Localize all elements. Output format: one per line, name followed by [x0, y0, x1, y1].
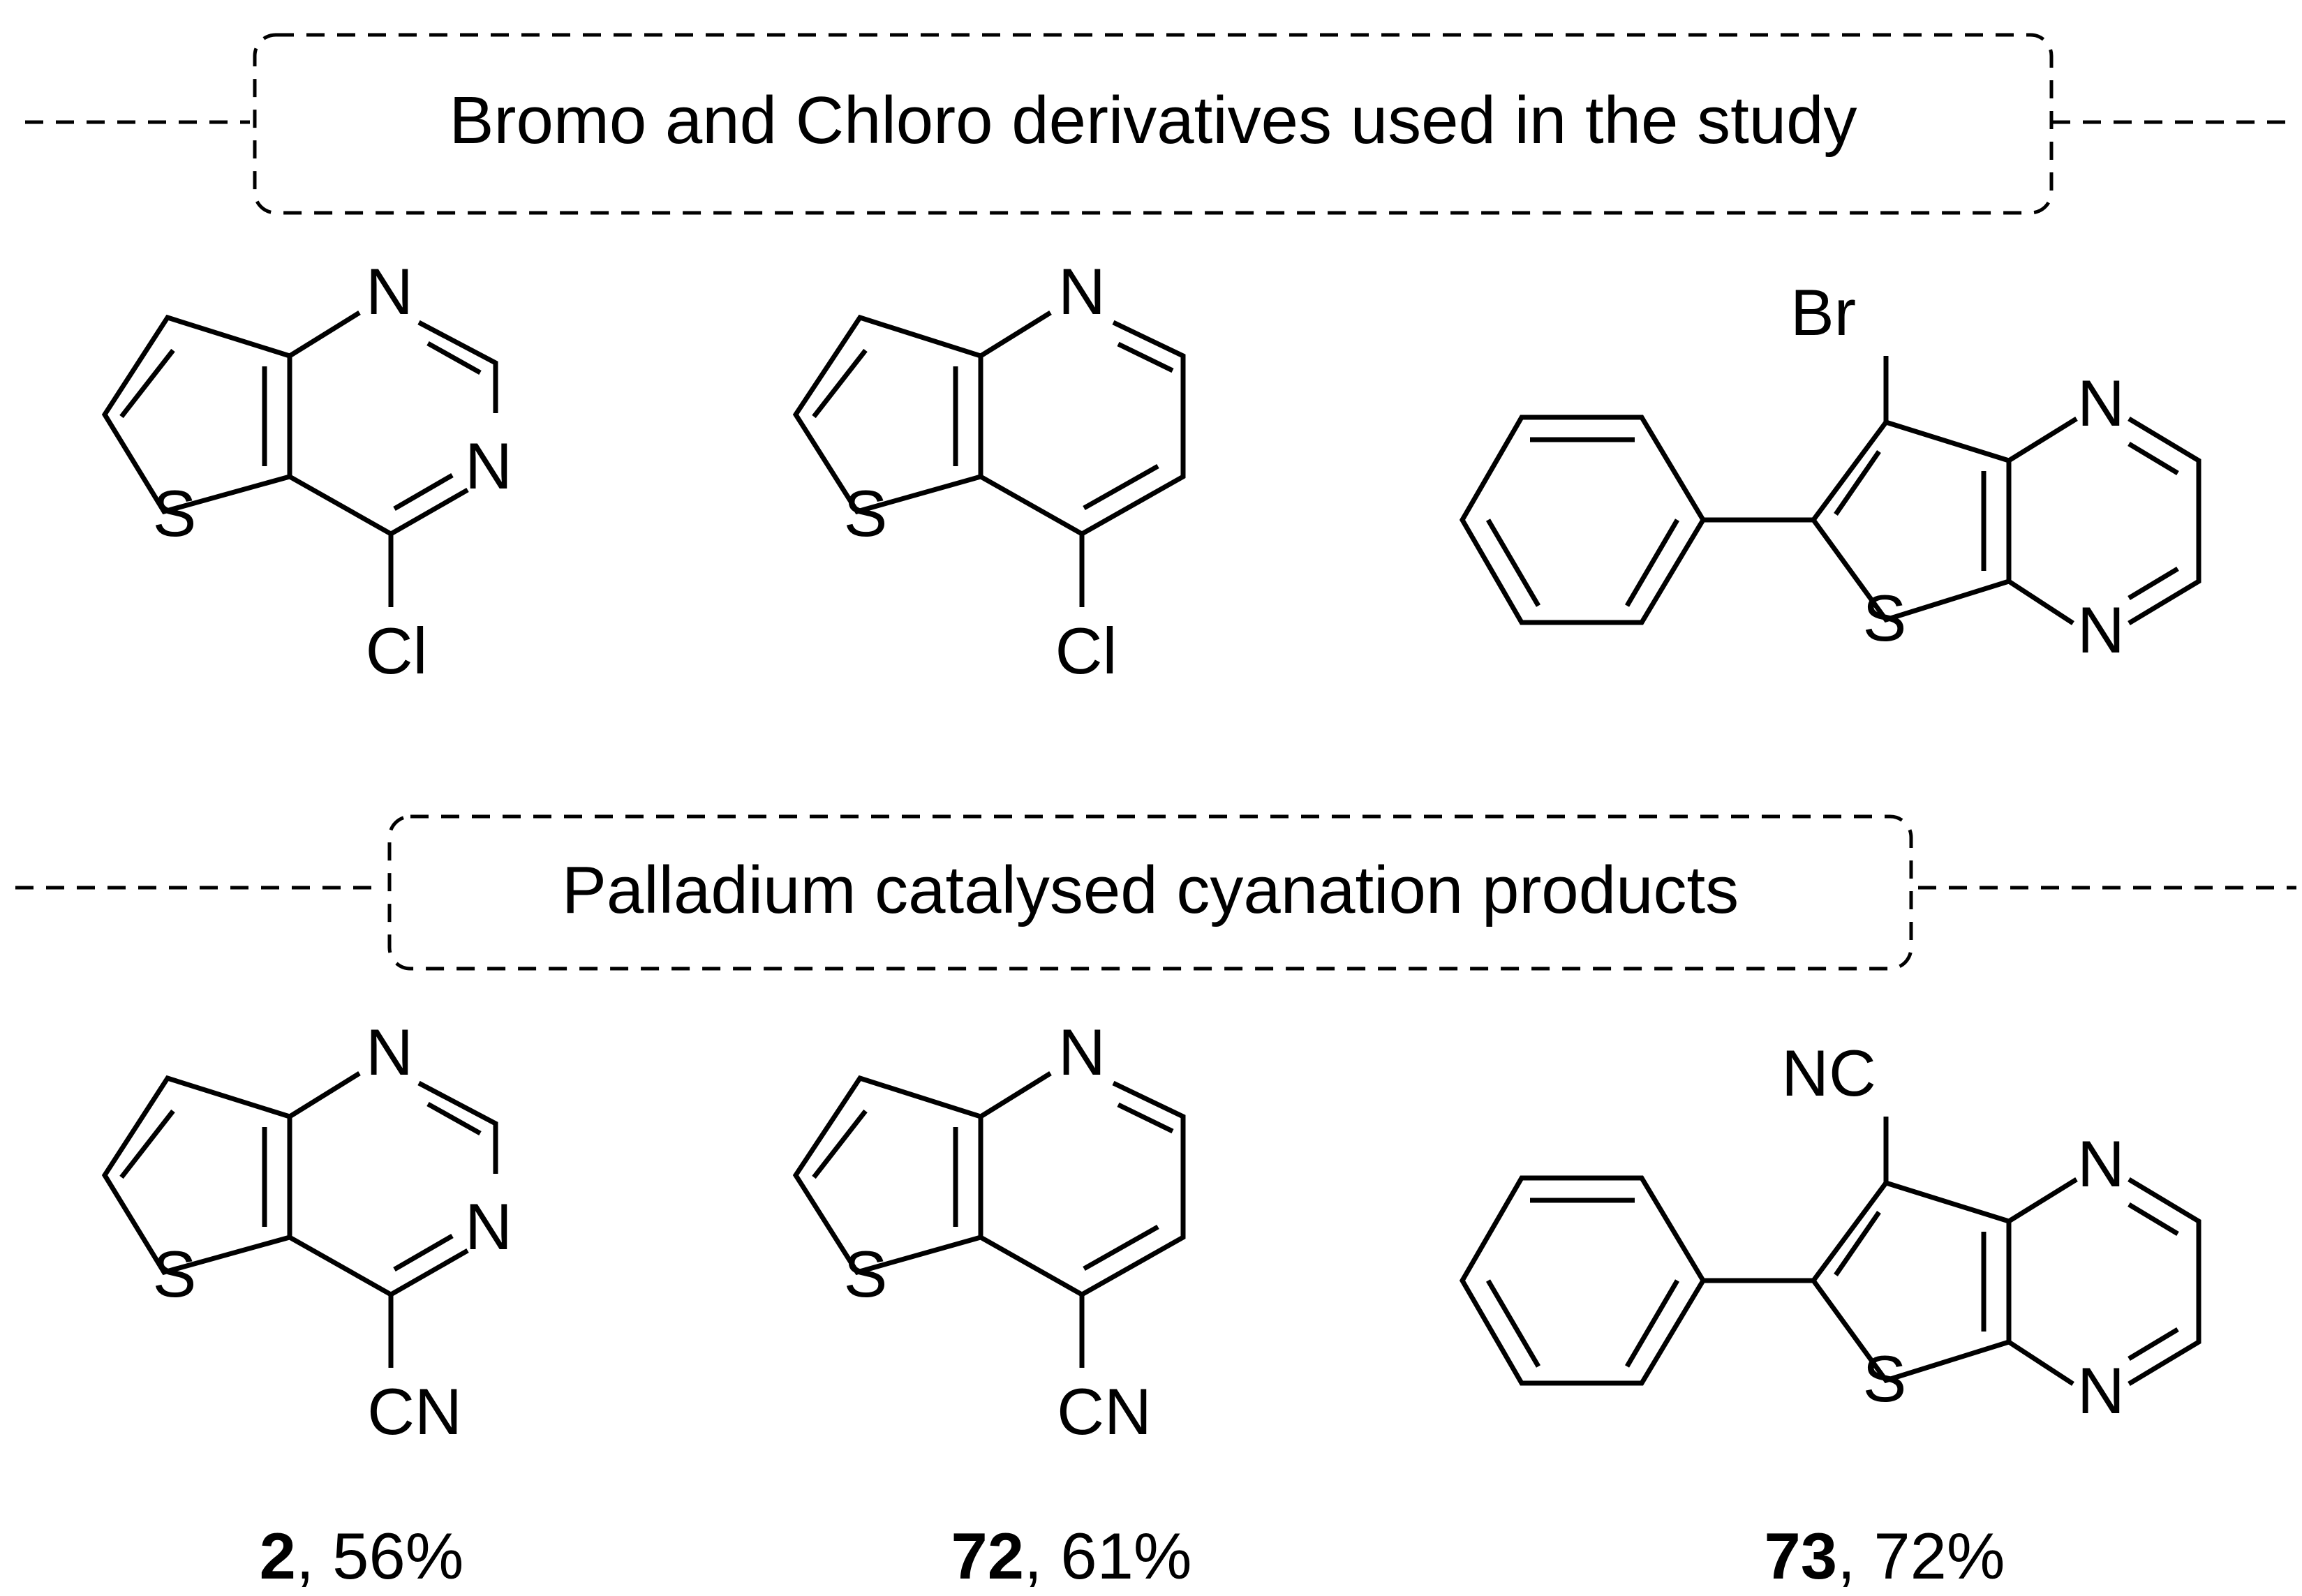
compound-number: 72	[951, 1519, 1025, 1593]
caption-product-2: 2, 56%	[260, 1519, 464, 1593]
header-products: Palladium catalysed cyanation products	[15, 814, 2296, 971]
atom-n: N	[1058, 255, 1106, 328]
atom-cn: CN	[1057, 1375, 1152, 1448]
atom-cl: Cl	[1055, 614, 1117, 687]
bond-skeleton	[105, 313, 496, 607]
molecule-chloro-thienopyrimidine: N N S Cl	[105, 255, 512, 687]
atom-cn: CN	[367, 1375, 462, 1448]
compound-number: 2	[260, 1519, 296, 1593]
atom-n1: N	[366, 1015, 413, 1089]
atom-n1: N	[366, 255, 413, 328]
atom-n3: N	[465, 429, 512, 502]
molecule-product-72: N S CN	[796, 1015, 1183, 1448]
header-box	[253, 33, 2054, 215]
compound-yield: , 56%	[296, 1519, 463, 1593]
atom-n1: N	[2077, 593, 2125, 666]
atom-n3: N	[465, 1190, 512, 1263]
header-box	[387, 814, 1913, 971]
atom-s: S	[1863, 1342, 1907, 1415]
atom-s: S	[844, 1237, 888, 1311]
molecule-bromo-phenylthienopyrazine: Br N N S	[1462, 276, 2199, 666]
header-starting-materials: Bromo and Chloro derivatives used in the…	[25, 33, 2296, 215]
molecule-chloro-thienopyridine: N S Cl	[796, 255, 1183, 687]
atom-n4: N	[2077, 1127, 2125, 1200]
header-title: Palladium catalysed cyanation products	[562, 853, 1739, 927]
atom-cl: Cl	[366, 614, 428, 687]
compound-yield: , 72%	[1837, 1519, 2005, 1593]
atom-br: Br	[1790, 276, 1856, 349]
atom-s: S	[844, 477, 888, 550]
bond-skeleton	[105, 1073, 496, 1368]
caption-product-73: 73, 72%	[1765, 1519, 2005, 1593]
header-title: Bromo and Chloro derivatives used in the…	[449, 83, 1857, 158]
atom-s: S	[153, 477, 197, 550]
bond-skeleton	[796, 313, 1183, 607]
atom-n1: N	[2077, 1354, 2125, 1427]
caption-product-72: 72, 61%	[951, 1519, 1192, 1593]
compound-number: 73	[1765, 1519, 1838, 1593]
atom-n4: N	[2077, 366, 2125, 440]
molecule-product-2: N N S CN	[105, 1015, 512, 1448]
atom-s: S	[153, 1237, 197, 1311]
compound-yield: , 61%	[1024, 1519, 1191, 1593]
molecule-product-73: NC N N S	[1462, 1036, 2199, 1427]
atom-s: S	[1863, 581, 1907, 655]
bond-skeleton	[796, 1073, 1183, 1368]
atom-nc: NC	[1781, 1036, 1876, 1110]
atom-n: N	[1058, 1015, 1106, 1089]
